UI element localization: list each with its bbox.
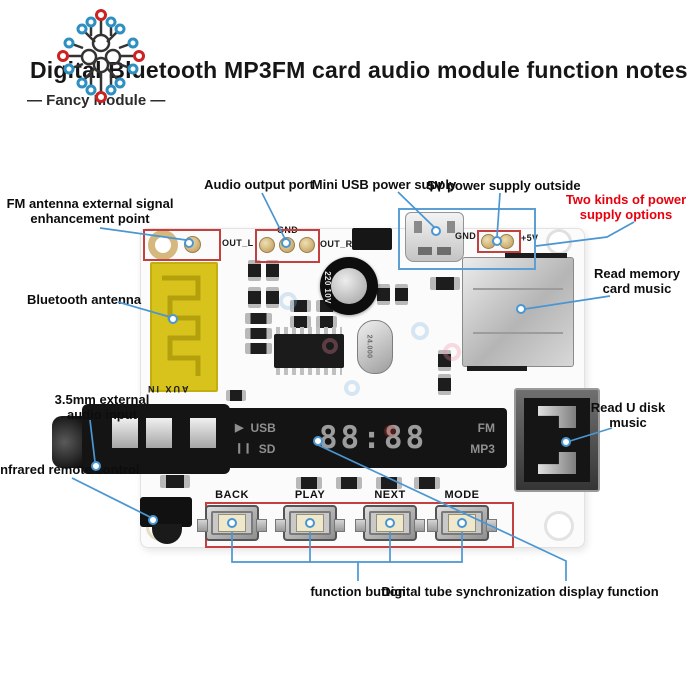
play-button bbox=[275, 505, 345, 541]
smd-component bbox=[245, 343, 272, 354]
silk-5v: +5V bbox=[521, 233, 539, 243]
smd-component bbox=[248, 287, 261, 308]
label-bluetooth-antenna: Bluetooth antenna bbox=[26, 292, 142, 307]
audio-pad bbox=[299, 237, 315, 253]
silk-button-label: BACK bbox=[215, 489, 249, 501]
bluetooth-antenna-trace bbox=[150, 262, 218, 392]
smd-component bbox=[395, 284, 408, 305]
smd-component bbox=[376, 477, 402, 489]
label-read-udisk: Read U disk music bbox=[590, 400, 666, 431]
label-function-button: function button bbox=[310, 584, 406, 599]
label-infrared: Infrared remote control bbox=[0, 462, 140, 477]
ir-receiver-dome bbox=[152, 524, 182, 544]
label-audio-output: Audio output port bbox=[204, 177, 314, 192]
label-fm-antenna: FM antenna external signal enhancement p… bbox=[6, 196, 174, 227]
silk-button-label: PLAY bbox=[294, 489, 326, 501]
silk-out-l: OUT_L bbox=[222, 238, 254, 248]
ir-receiver bbox=[140, 497, 192, 527]
silk-button-label: NEXT bbox=[374, 489, 406, 501]
smd-component bbox=[245, 313, 272, 324]
smd-component bbox=[430, 277, 460, 290]
silk-crystal-value: 24.000 bbox=[365, 334, 373, 359]
smd-component bbox=[245, 328, 272, 339]
silk-button-label: MODE bbox=[444, 489, 480, 501]
silk-gnd-power: GND bbox=[455, 231, 477, 241]
diode-component bbox=[352, 228, 392, 250]
next-button bbox=[355, 505, 425, 541]
smd-component bbox=[226, 390, 246, 401]
mp3-indicator: MP3 bbox=[470, 441, 495, 456]
sd-indicator: SD bbox=[258, 441, 276, 456]
audio-output-box bbox=[255, 229, 320, 263]
label-5v-power: 5V power supply outside bbox=[427, 178, 581, 193]
segment-display: ▶ USB ❙❙ SD 88:88 FM MP3 bbox=[223, 408, 507, 468]
molecule-logo-icon bbox=[57, 9, 145, 103]
label-mini-usb: Mini USB power supply bbox=[311, 177, 457, 192]
smd-component bbox=[296, 477, 322, 489]
smd-component bbox=[336, 477, 362, 489]
power-options-box bbox=[398, 208, 536, 270]
mode-button bbox=[427, 505, 497, 541]
smd-component bbox=[438, 350, 451, 371]
label-two-kinds-power: Two kinds of power supply options bbox=[565, 192, 687, 223]
usb-indicator: USB bbox=[250, 420, 276, 435]
smd-component bbox=[438, 374, 451, 395]
decoder-ic-chip bbox=[274, 327, 344, 375]
fm-indicator: FM bbox=[477, 420, 495, 435]
silk-cap-value: 220 10V bbox=[322, 271, 332, 304]
smd-component bbox=[266, 287, 279, 308]
smd-component bbox=[160, 475, 190, 488]
back-button bbox=[197, 505, 267, 541]
play-icon: ▶ bbox=[235, 422, 244, 434]
smd-component bbox=[290, 316, 311, 328]
electrolytic-capacitor: 220 10V bbox=[320, 257, 378, 315]
label-digital-tube: Digital tube synchronization display fun… bbox=[381, 584, 659, 599]
smd-component bbox=[248, 260, 261, 281]
mounting-hole bbox=[546, 229, 572, 255]
label-read-memory: Read memory card music bbox=[594, 266, 680, 297]
smd-component bbox=[266, 260, 279, 281]
display-digits: 88:88 bbox=[318, 420, 428, 456]
silk-out-r: OUT_R bbox=[320, 239, 353, 249]
label-aux-input: 3.5mm external audio input bbox=[54, 392, 150, 423]
smd-component bbox=[377, 284, 390, 305]
crystal-oscillator: 24.000 bbox=[357, 320, 393, 374]
smd-component bbox=[290, 300, 311, 312]
mounting-hole bbox=[544, 511, 574, 541]
sd-card-slot bbox=[462, 253, 574, 371]
fm-antenna-box bbox=[143, 229, 221, 261]
smd-component bbox=[316, 316, 337, 328]
pause-icon: ❙❙ bbox=[235, 443, 252, 454]
smd-component bbox=[414, 477, 440, 489]
aux-jack-body bbox=[82, 404, 230, 474]
